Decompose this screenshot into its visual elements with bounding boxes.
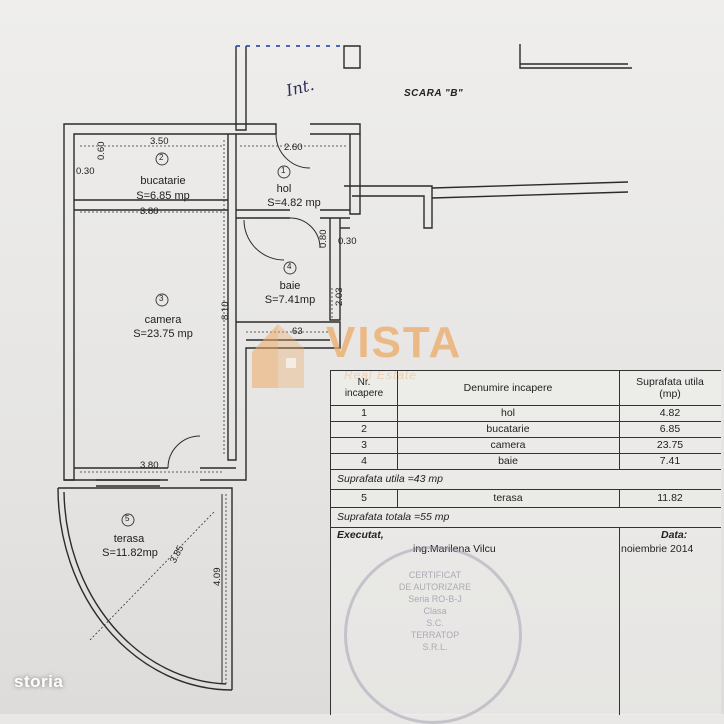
dim-kitchen-left-b: 0.30 (76, 166, 95, 177)
room-number-terrace: 5 (125, 514, 130, 523)
room-area-terrace: S=11.82mp (102, 547, 158, 559)
table-row: 2 bucatarie 6.85 (331, 421, 721, 438)
room-name-terrace: terasa (113, 533, 145, 545)
row-name: camera (397, 437, 620, 453)
dim-bath-wall-a: 0.80 (318, 229, 329, 249)
room-number-hall: 1 (281, 166, 286, 175)
row-nr: 2 (331, 421, 398, 437)
dim-terrace-height: 4.09 (212, 567, 223, 587)
room-area-camera: S=23.75 mp (133, 328, 193, 340)
stair-label: SCARA "B" (404, 88, 464, 99)
row-area: 7.41 (659, 455, 681, 467)
terrace-row: 5 terasa 11.82 (331, 489, 721, 508)
table-row: 4 baie 7.41 (331, 453, 721, 470)
dim-bath-height: 2.03 (334, 287, 345, 307)
room-name-hall: hol (276, 183, 292, 195)
watermark-subtitle: Real Estate (344, 368, 418, 382)
room-number-bath: 4 (287, 262, 292, 271)
row-name: terasa (397, 489, 620, 507)
table-row: 1 hol 4.82 (331, 405, 721, 422)
row-nr: 4 (331, 453, 398, 469)
grand-total-row: Suprafata totala =55 mp (331, 507, 721, 528)
row-area: 4.82 (659, 407, 681, 419)
date-value: noiembrie 2014 (621, 543, 694, 555)
company-stamp: CERTIFICAT DE AUTORIZARE Seria RO-B-J Cl… (344, 546, 522, 724)
row-nr: 5 (331, 489, 398, 507)
room-area-kitchen: S=6.85 mp (136, 190, 190, 202)
row-name: bucatarie (397, 421, 620, 437)
dim-camera-bottom-width: 3.80 (140, 460, 159, 471)
row-nr: 3 (331, 437, 398, 453)
row-name: hol (397, 405, 620, 421)
grand-total: Suprafata totala =55 mp (337, 511, 450, 523)
useful-total: Suprafata utila =43 mp (337, 473, 443, 485)
room-number-camera: 3 (159, 294, 164, 303)
table-row: 3 camera 23.75 (331, 437, 721, 454)
dim-kitchen-left-a: 0.60 (96, 141, 107, 161)
dim-camera-top-width: 3.80 (140, 206, 159, 217)
watermark-brand: VISTA (326, 318, 463, 367)
row-name: baie (397, 453, 620, 469)
header-nr-sub: incapere (344, 388, 384, 399)
dim-kitchen-width: 3.50 (150, 136, 169, 147)
row-area: 11.82 (657, 492, 683, 504)
header-name: Denumire incapere (397, 371, 620, 405)
dim-hall-width: 2.60 (284, 142, 303, 153)
row-area: 6.85 (659, 423, 681, 435)
dim-bath-wall-b: 0.30 (338, 236, 357, 247)
dim-camera-height: 8.10 (220, 301, 231, 321)
dim-bath-bottom: 63 (292, 326, 303, 337)
watermark: VISTA Real Estate (248, 318, 488, 394)
header-area-unit: (mp) (659, 388, 681, 400)
useful-total-row: Suprafata utila =43 mp (331, 469, 721, 490)
row-area: 23.75 (656, 439, 684, 451)
table-header-row: Nr. incapere Denumire incapere Suprafata… (331, 371, 721, 406)
row-nr: 1 (331, 405, 398, 421)
room-area-bath: S=7.41mp (264, 294, 316, 306)
date-label: Data: (661, 529, 688, 541)
storia-logo: storia (14, 672, 64, 691)
header-area: Suprafata utila (636, 376, 704, 388)
header-nr: Nr. (357, 377, 371, 388)
room-name-bath: baie (279, 280, 301, 292)
room-number-kitchen: 2 (159, 153, 164, 162)
room-name-kitchen: bucatarie (140, 175, 186, 187)
room-name-camera: camera (144, 314, 182, 326)
building-outline (519, 44, 632, 69)
executed-label: Executat, (337, 529, 384, 541)
room-area-hall: S=4.82 mp (267, 197, 321, 209)
watermark-house-icon (252, 324, 304, 388)
